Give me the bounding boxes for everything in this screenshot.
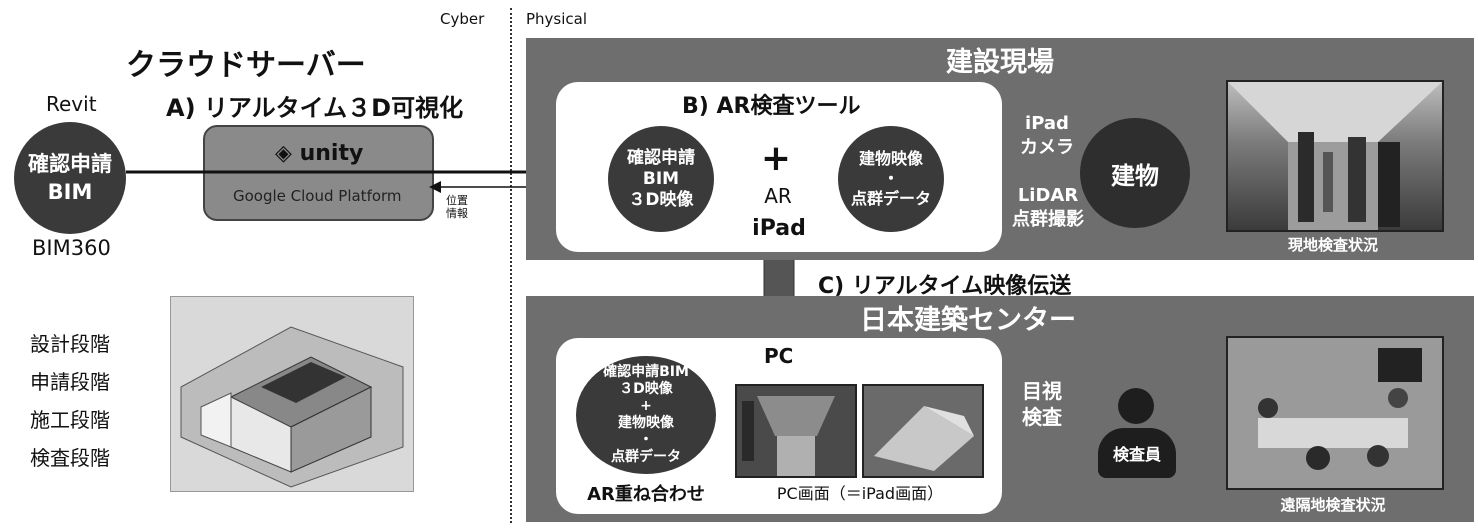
remote-photo-caption: 遠隔地検査状況 (1280, 496, 1386, 514)
gcp-label: Google Cloud Platform (233, 187, 402, 205)
stage-application: 申請段階 (30, 370, 110, 394)
visual-inspection-label: 目視 検査 (1012, 378, 1072, 430)
pc-screen-right (862, 384, 984, 478)
visual-inspection-line2: 検査 (1022, 405, 1062, 429)
construction-site-title: 建設現場 (946, 47, 1054, 78)
cyber-label: Cyber (440, 10, 485, 28)
overlay-line2: ３D映像 (619, 381, 673, 397)
pc-screen-left-svg (737, 386, 855, 476)
building-image-line1: 建物映像 (858, 149, 923, 168)
bim-3d-line2: BIM (642, 168, 680, 189)
inspector-icon (1118, 388, 1154, 424)
overlay-line6: 点群データ (611, 449, 681, 465)
overlay-circle: 確認申請BIM ３D映像 + 建物映像 ・ 点群データ (576, 356, 716, 474)
stage-construction: 施工段階 (30, 408, 110, 432)
overlay-caption: AR重ね合わせ (587, 484, 705, 505)
pc-screen-right-svg (864, 386, 982, 476)
overlay-line5: ・ (639, 432, 653, 448)
ipad-camera-line2: カメラ (1020, 137, 1074, 158)
overlay-line3: + (640, 398, 652, 414)
pc-label: PC (764, 344, 794, 368)
building-model-image (170, 296, 414, 492)
physical-label: Physical (526, 10, 588, 28)
building-image-circle: 建物映像 ・ 点群データ (838, 126, 944, 232)
building-image-line3: 点群データ (850, 189, 931, 208)
site-photo-caption: 現地検査状況 (1287, 236, 1378, 254)
inspector-label: 検査員 (1112, 445, 1161, 464)
transfer-label: C) リアルタイム映像伝送 (818, 274, 1072, 299)
remote-inspection-photo (1226, 336, 1444, 490)
plus-sign: + (760, 138, 792, 179)
bim-circle: 確認申請 BIM (14, 122, 126, 234)
site-inspection-photo (1226, 80, 1444, 232)
ipad-camera-line1: iPad (1025, 113, 1069, 134)
ar-label: AR (764, 184, 792, 208)
cyber-physical-divider (510, 8, 512, 523)
position-info-label: 位置 情報 (446, 194, 468, 220)
unity-label: unity (299, 141, 364, 166)
bim360-label: BIM360 (32, 236, 111, 260)
bim-3d-line1: 確認申請 (627, 147, 695, 168)
bim-3d-line3: ３D映像 (628, 189, 694, 210)
ipad-label: iPad (752, 216, 806, 241)
bim-3d-circle: 確認申請 BIM ３D映像 (608, 126, 714, 232)
overlay-line4: 建物映像 (618, 415, 674, 431)
lidar-line1: LiDAR (1017, 185, 1079, 206)
building-circle-label: 建物 (1111, 161, 1159, 190)
building-model-svg (180, 326, 404, 488)
site-photo-svg (1228, 82, 1442, 230)
position-info-line2: 情報 (446, 207, 468, 220)
unity-icon: ◈ (275, 141, 300, 166)
inspector-body: 検査員 (1098, 428, 1176, 478)
cloud-server-title: クラウドサーバー (126, 48, 366, 83)
building-image-line2: ・ (882, 169, 899, 188)
screen-caption: PC画面（＝iPad画面） (776, 484, 944, 503)
ipad-camera-label: iPad カメラ (1006, 112, 1088, 160)
unity-logo: ◈ unity (275, 141, 363, 166)
bim-circle-line2: BIM (47, 180, 93, 204)
bim-circle-line1: 確認申請 (28, 152, 112, 176)
remote-photo-svg (1228, 338, 1442, 488)
stage-design: 設計段階 (30, 332, 110, 356)
ar-tool-title: B) AR検査ツール (682, 94, 861, 119)
realtime-3d-label: A) リアルタイム３D可視化 (166, 94, 464, 122)
pc-screen-left (735, 384, 857, 478)
lidar-line2: 点群撮影 (1012, 209, 1084, 230)
lidar-label: LiDAR 点群撮影 (1002, 184, 1094, 232)
building-circle: 建物 (1080, 118, 1190, 228)
position-info-line1: 位置 (446, 194, 468, 207)
overlay-line1: 確認申請BIM (603, 364, 689, 380)
building-center-title: 日本建築センター (860, 305, 1076, 336)
stage-inspection: 検査段階 (30, 446, 110, 470)
visual-inspection-line1: 目視 (1022, 379, 1062, 403)
revit-label: Revit (46, 92, 97, 116)
